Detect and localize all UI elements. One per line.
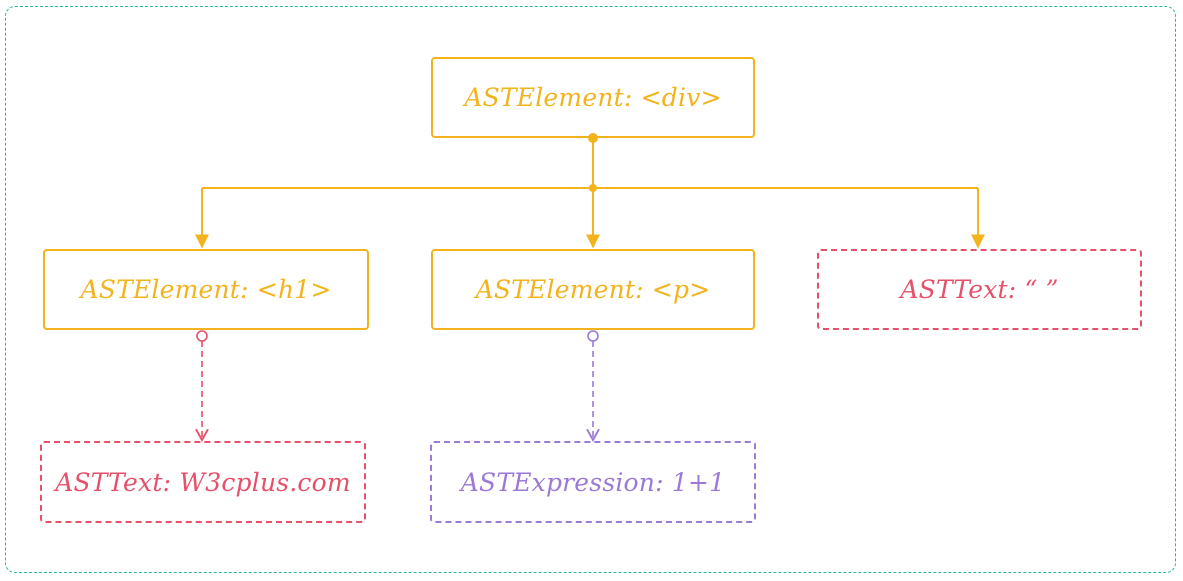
diagram-frame	[5, 6, 1176, 573]
node-expression-label: ASTExpression: 1+1	[460, 467, 726, 497]
node-root-label: ASTElement: <div>	[464, 83, 722, 112]
node-h1-label: ASTElement: <h1>	[80, 275, 332, 304]
node-text-w3cplus: ASTText: W3cplus.com	[40, 441, 366, 523]
node-text-blank: ASTText: “ ”	[817, 249, 1142, 330]
node-expression: ASTExpression: 1+1	[430, 441, 756, 523]
node-text-blank-label: ASTText: “ ”	[900, 275, 1059, 304]
node-h1: ASTElement: <h1>	[43, 249, 369, 330]
node-root-div: ASTElement: <div>	[431, 57, 755, 138]
node-text-w3cplus-label: ASTText: W3cplus.com	[55, 467, 351, 497]
node-p-label: ASTElement: <p>	[475, 275, 711, 304]
h1-connector-circle	[196, 330, 208, 342]
p-connector-circle	[587, 330, 599, 342]
node-p: ASTElement: <p>	[431, 249, 755, 330]
